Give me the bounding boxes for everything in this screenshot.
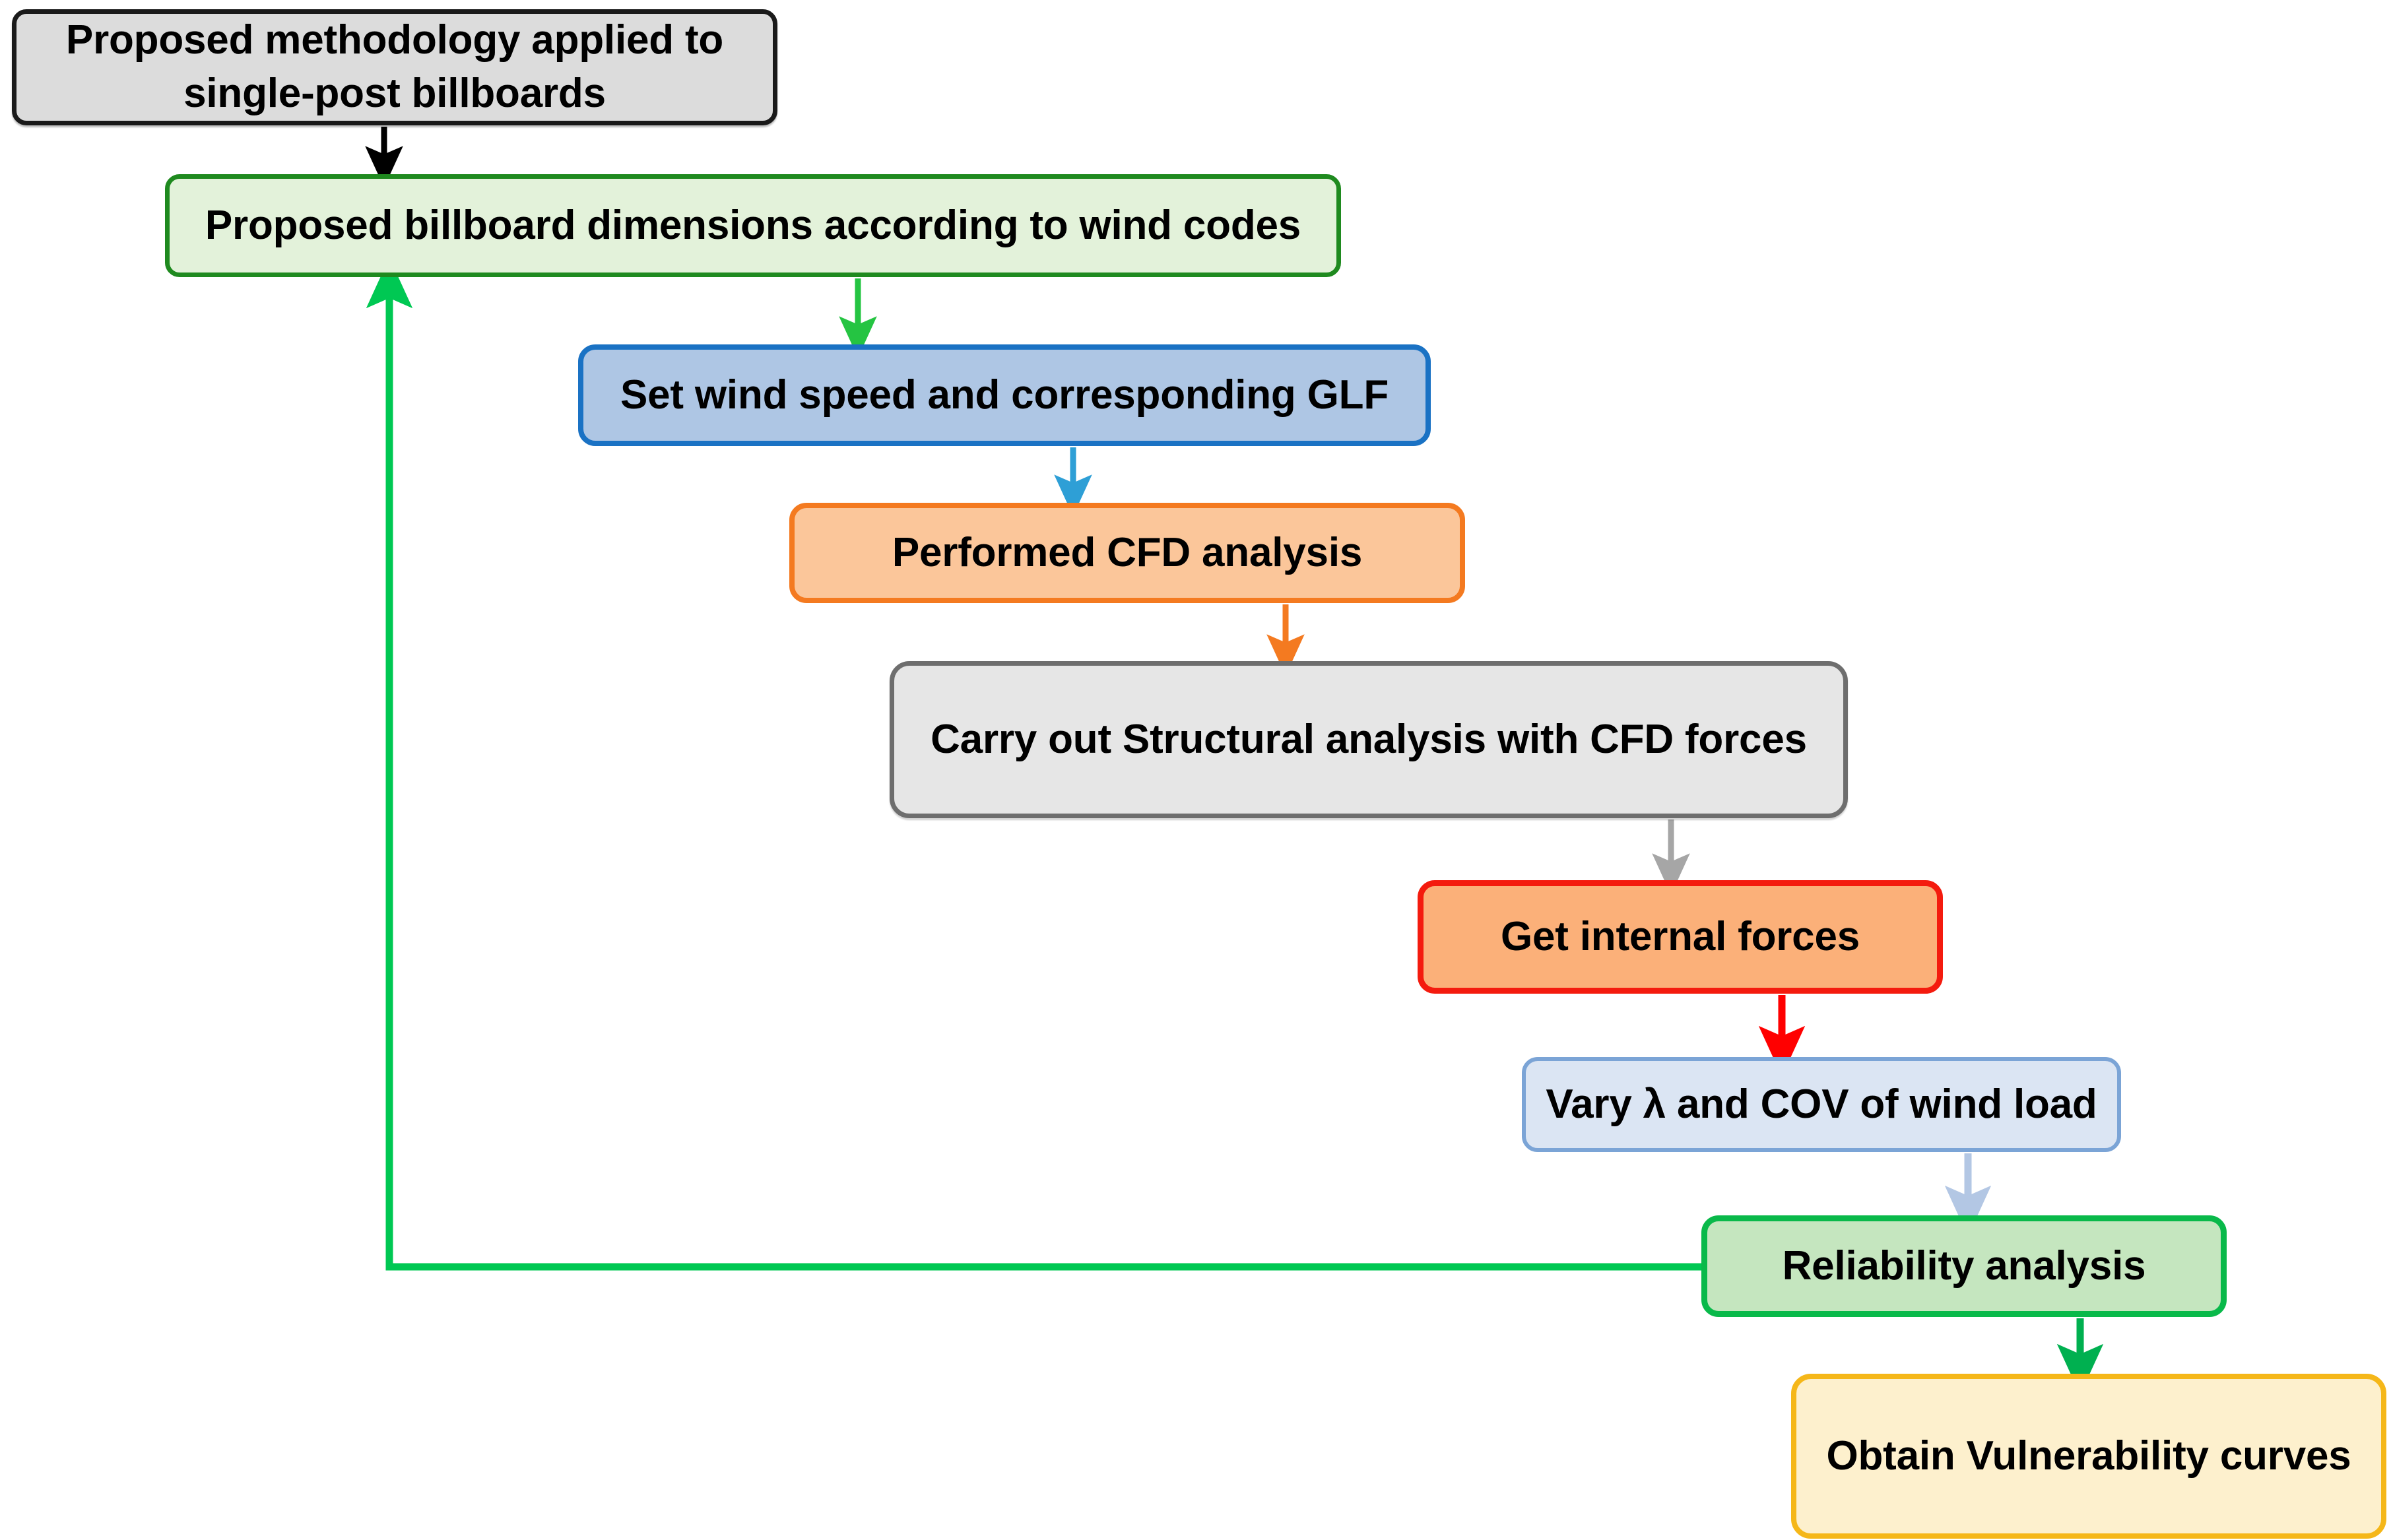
- node-performed-cfd-analysis[interactable]: Performed CFD analysis: [789, 503, 1465, 603]
- node-carry-out-structural-analysis[interactable]: Carry out Structural analysis with CFD f…: [890, 661, 1848, 818]
- node-vary-lambda-and-cov[interactable]: Vary λ and COV of wind load: [1522, 1057, 2121, 1152]
- node-proposed-methodology[interactable]: Proposed methodology applied to single-p…: [12, 9, 777, 125]
- node-set-wind-speed-and-glf[interactable]: Set wind speed and corresponding GLF: [578, 344, 1431, 446]
- node-reliability-analysis[interactable]: Reliability analysis: [1701, 1215, 2227, 1317]
- node-proposed-billboard-dimensions[interactable]: Proposed billboard dimensions according …: [165, 174, 1341, 277]
- node-obtain-vulnerability-curves[interactable]: Obtain Vulnerability curves: [1791, 1374, 2386, 1539]
- node-get-internal-forces[interactable]: Get internal forces: [1418, 880, 1943, 994]
